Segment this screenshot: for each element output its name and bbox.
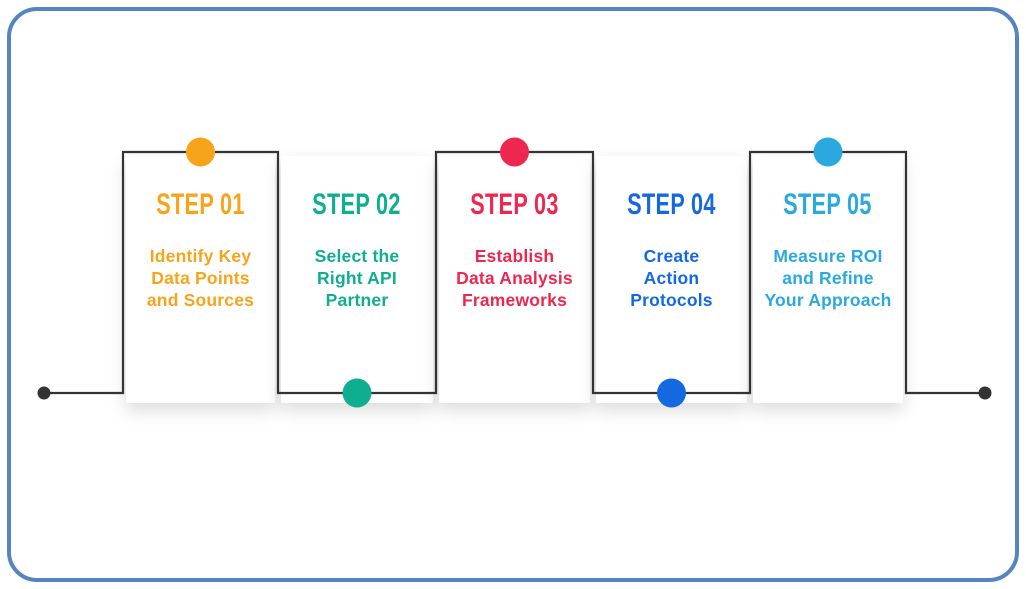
step-card-2: STEP 02 Select the Right API Partner	[281, 156, 433, 403]
step-description-line: Establish	[474, 246, 555, 266]
step-description-line: and Refine	[782, 268, 874, 288]
step-5-description: Measure ROI and Refine Your Approach	[753, 245, 903, 311]
step-description-line: Frameworks	[461, 290, 568, 310]
step-description-line: Your Approach	[764, 290, 892, 310]
step-description-line: Data Analysis	[456, 268, 573, 288]
step-description-line: Action	[643, 268, 700, 288]
start-endpoint-dot	[37, 386, 51, 400]
step-3-label: STEP 03	[470, 188, 559, 221]
step-card-4: STEP 04 Create Action Protocols	[596, 156, 747, 403]
step-1-label: STEP 01	[156, 188, 245, 221]
step-3-description: Establish Data Analysis Frameworks	[439, 245, 590, 311]
step-4-label: STEP 04	[627, 188, 716, 221]
step-description-line: Data Points	[151, 268, 250, 288]
step-description-line: Right API	[317, 268, 397, 288]
step-4-description: Create Action Protocols	[596, 245, 747, 311]
step-5-label: STEP 05	[783, 188, 873, 221]
step-description-line: Select the	[314, 246, 400, 266]
step-description-line: Measure ROI	[773, 246, 883, 266]
step-1-description: Identify Key Data Points and Sources	[126, 245, 275, 311]
end-endpoint-dot	[978, 386, 992, 400]
step-description-line: Partner	[325, 290, 389, 310]
step-2-label: STEP 02	[312, 188, 402, 221]
step-card-1: STEP 01 Identify Key Data Points and Sou…	[126, 156, 275, 403]
step-description-line: and Sources	[146, 290, 255, 310]
step-description-line: Protocols	[630, 290, 713, 310]
step-card-5: STEP 05 Measure ROI and Refine Your Appr…	[753, 156, 903, 403]
step-card-3: STEP 03 Establish Data Analysis Framewor…	[439, 156, 590, 403]
step-2-description: Select the Right API Partner	[281, 245, 433, 311]
step-description-line: Create	[643, 246, 700, 266]
step-description-line: Identify Key	[149, 246, 252, 266]
